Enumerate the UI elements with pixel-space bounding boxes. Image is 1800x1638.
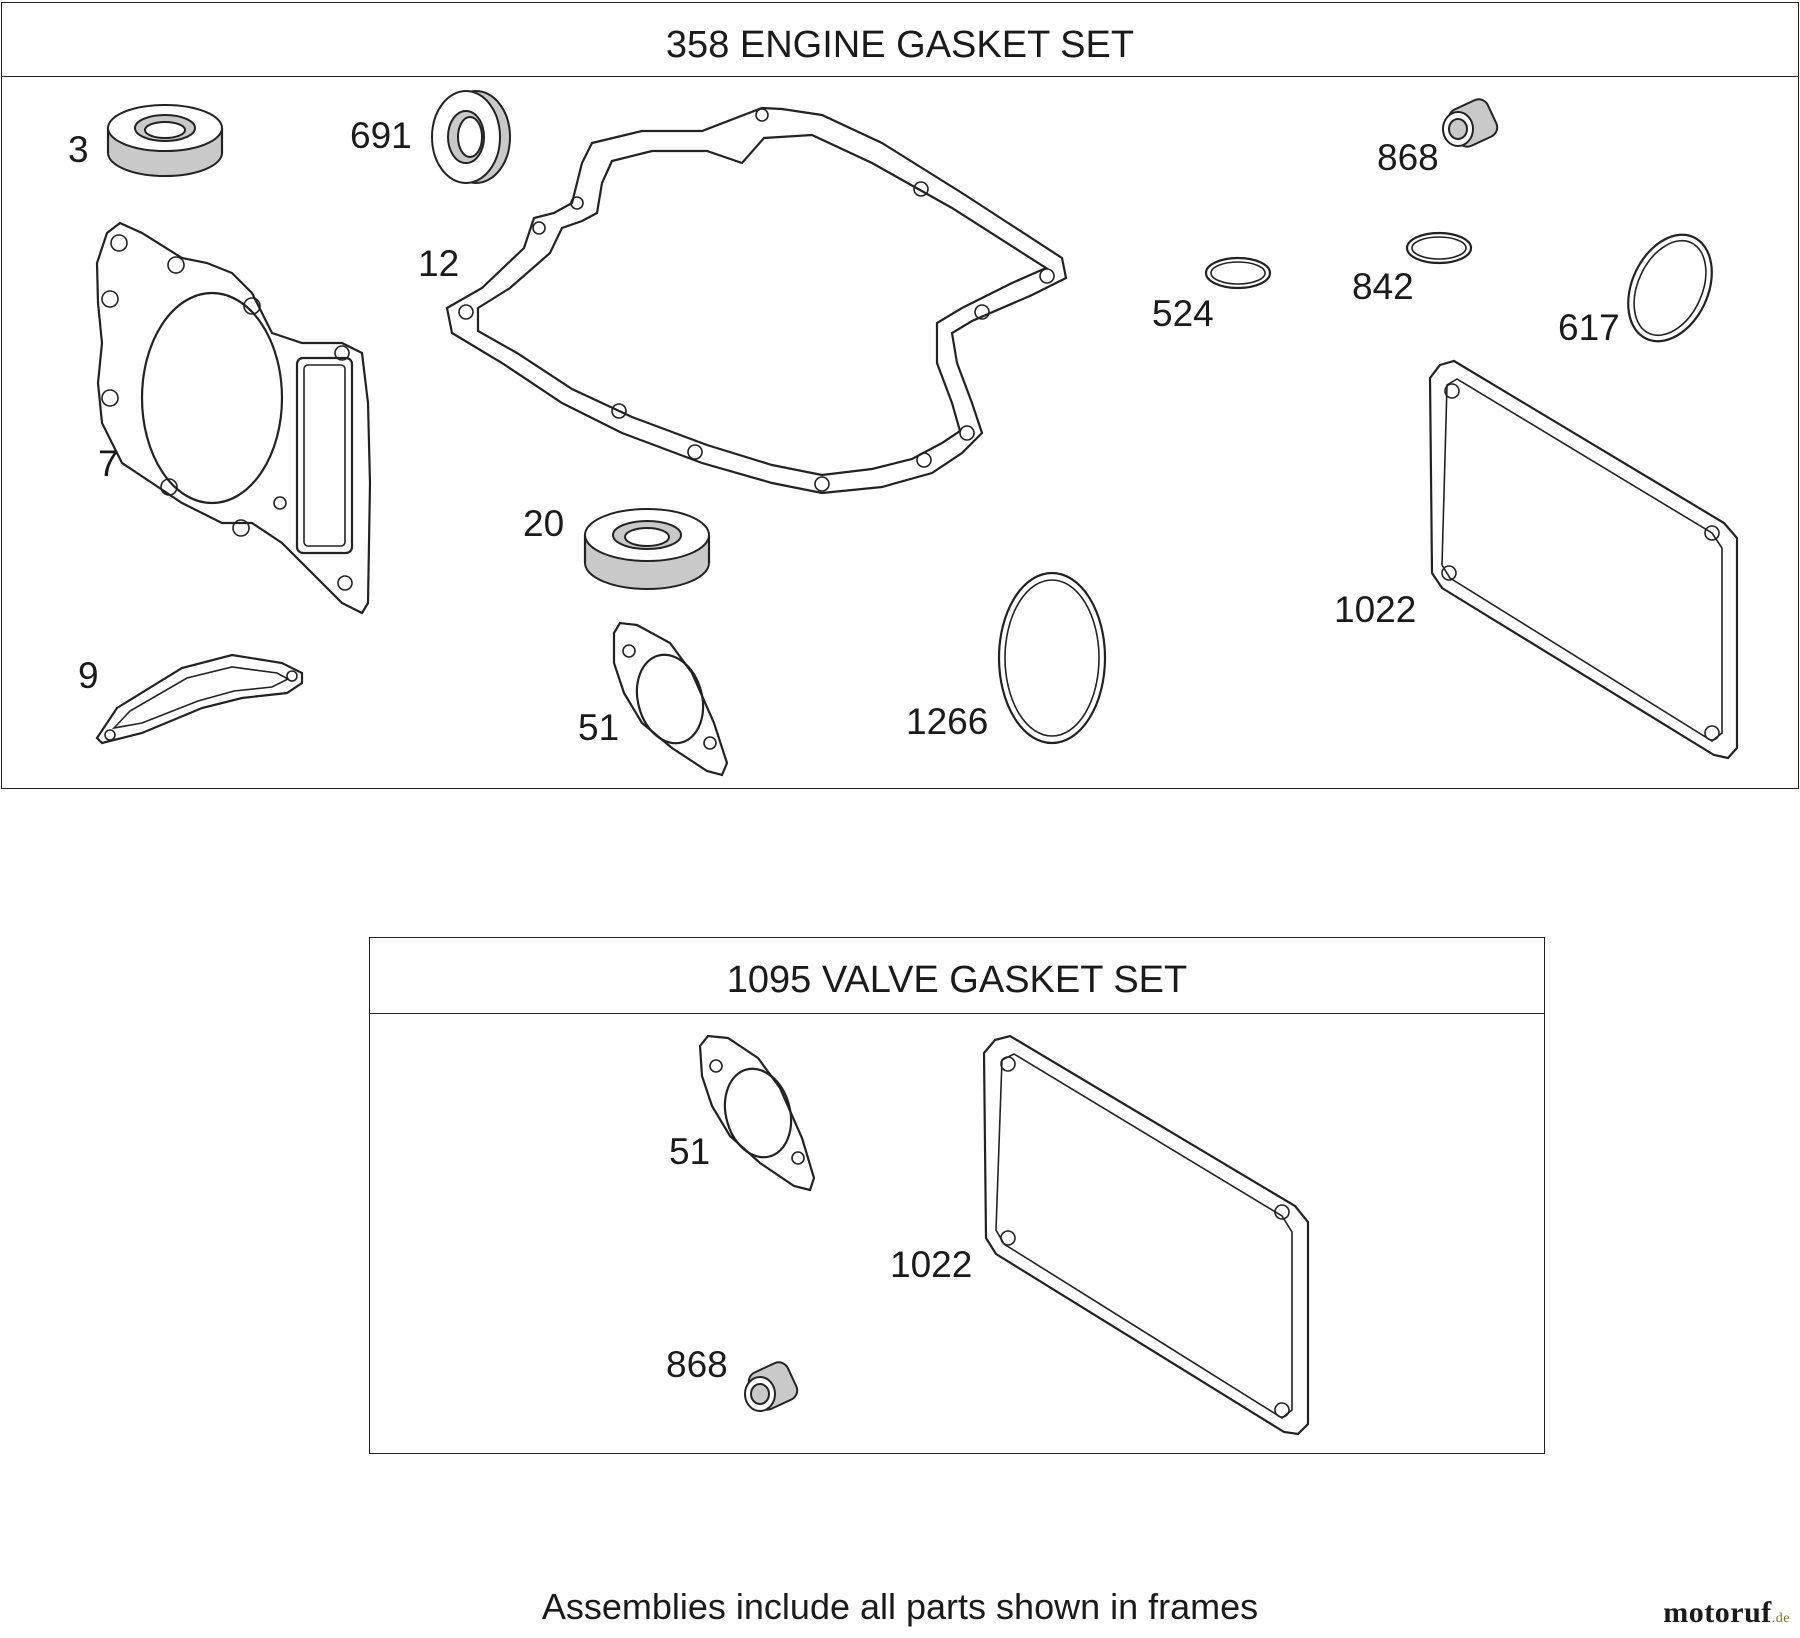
part-1266-ring-drawing bbox=[997, 571, 1107, 745]
label-part-868: 868 bbox=[1377, 137, 1439, 178]
part-1022-rocker-gasket-drawing-valve-set bbox=[982, 1034, 1310, 1436]
label-part-51-valve-set: 51 bbox=[669, 1131, 711, 1172]
part-691-seal-drawing bbox=[431, 90, 511, 184]
part-7-head-gasket-drawing bbox=[95, 221, 372, 615]
part-842-ring-drawing bbox=[1405, 231, 1473, 265]
label-part-9: 9 bbox=[78, 655, 99, 696]
label-part-20: 20 bbox=[523, 503, 565, 544]
label-part-1266: 1266 bbox=[906, 701, 989, 742]
part-617-ring-drawing bbox=[1627, 233, 1713, 343]
label-part-1022: 1022 bbox=[1334, 589, 1417, 630]
brand-suffix: .de bbox=[1771, 1611, 1790, 1626]
label-part-12: 12 bbox=[418, 243, 460, 284]
engine-gasket-set-frame: 358 ENGINE GASKET SET bbox=[1, 2, 1799, 789]
valve-gasket-set-title: 1095 VALVE GASKET SET bbox=[370, 938, 1544, 1014]
label-part-617: 617 bbox=[1558, 307, 1620, 348]
part-12-crankcase-gasket-drawing bbox=[445, 106, 1068, 495]
valve-gasket-parts-drawing bbox=[698, 1034, 1310, 1436]
part-524-ring-drawing bbox=[1204, 256, 1272, 290]
label-part-842: 842 bbox=[1352, 266, 1414, 307]
label-part-868-valve-set: 868 bbox=[666, 1344, 728, 1385]
label-part-51: 51 bbox=[578, 707, 620, 748]
label-part-3: 3 bbox=[68, 129, 89, 170]
assemblies-note: Assemblies include all parts shown in fr… bbox=[541, 1586, 1259, 1627]
part-9-breather-gasket-drawing bbox=[95, 653, 304, 745]
part-1022-rocker-gasket-drawing bbox=[1428, 359, 1739, 760]
part-868-valve-seal-drawing-valve-set bbox=[744, 1361, 799, 1412]
part-868-valve-seal-drawing bbox=[1442, 98, 1499, 148]
valve-gasket-set-frame: 1095 VALVE GASKET SET 51 1022 868 bbox=[369, 937, 1545, 1454]
engine-gasket-parts-drawing bbox=[95, 90, 1739, 777]
label-part-691: 691 bbox=[350, 115, 412, 156]
label-part-1022-valve-set: 1022 bbox=[890, 1244, 973, 1285]
engine-gasket-set-title: 358 ENGINE GASKET SET bbox=[2, 3, 1798, 77]
part-51-intake-gasket-drawing-valve-set bbox=[698, 1034, 816, 1192]
label-part-524: 524 bbox=[1152, 293, 1214, 334]
brand-name: motoruf bbox=[1663, 1596, 1772, 1629]
label-part-7: 7 bbox=[98, 443, 119, 484]
part-3-oil-seal-drawing bbox=[106, 104, 224, 177]
part-20-oil-seal-drawing bbox=[583, 508, 711, 590]
part-51-intake-gasket-drawing bbox=[612, 621, 729, 777]
brand-watermark: motoruf.de bbox=[1663, 1596, 1790, 1630]
